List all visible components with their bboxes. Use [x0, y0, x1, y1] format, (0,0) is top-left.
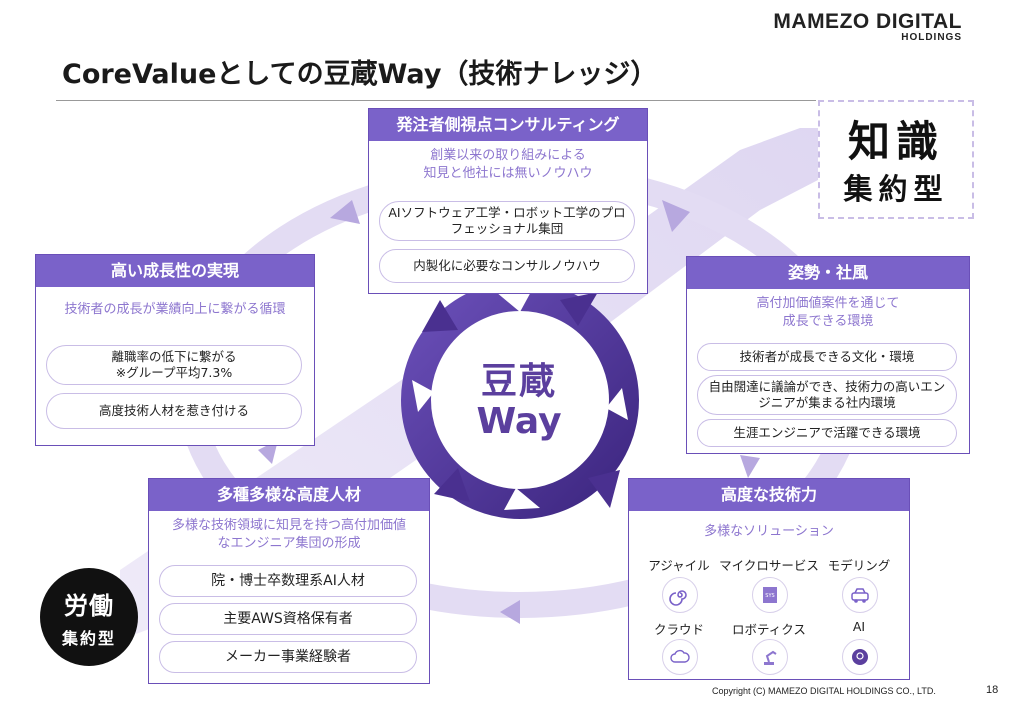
solution-label-cloud: クラウド — [653, 622, 704, 637]
robot-arm-icon — [752, 639, 788, 675]
title-divider — [56, 100, 816, 101]
card-culture-subtitle-2: 成長できる環境 — [782, 314, 874, 329]
labor-badge-big: 労働 — [64, 592, 114, 620]
solution-label-modeling: モデリング — [827, 558, 891, 573]
cycle-arrow-top-left — [330, 200, 360, 224]
spiral-icon — [662, 577, 698, 613]
card-talent: 多種多様な高度人材 多様な技術領域に知見を持つ高付加価値 なエンジニア集団の形成… — [148, 478, 430, 684]
labor-intensive-badge: 労働 集約型 — [40, 568, 138, 666]
card-tech-subtitle: 多様なソリューション — [704, 524, 834, 539]
card-tech: 高度な技術力 多様なソリューション アジャイル マイクロサービス モデリング S… — [628, 478, 910, 680]
card-growth: 高い成長性の実現 技術者の成長が業績向上に繋がる循環 離職率の低下に繋がる ※グ… — [35, 254, 315, 446]
card-tech-title: 高度な技術力 — [629, 479, 909, 511]
card-culture-subtitle-1: 高付加価値案件を通じて — [756, 296, 900, 311]
page-title: CoreValueとしての豆蔵Way（技術ナレッジ） — [62, 59, 658, 90]
card-culture-title: 姿勢・社風 — [687, 257, 969, 289]
cycle-arrow-right — [740, 455, 760, 478]
talent-item-1: 院・博士卒数理系AI人材 — [159, 565, 417, 597]
culture-item-3: 生涯エンジニアで活躍できる環境 — [697, 419, 957, 447]
solution-label-microservice: マイクロサービス — [719, 558, 819, 573]
center-label-line-1: 豆蔵 — [480, 361, 557, 402]
page-number: 18 — [986, 684, 999, 696]
consulting-item-1: AIソフトウェア工学・ロボット工学のプロフェッショナル集団 — [379, 201, 635, 241]
solution-label-ai: AI — [852, 619, 866, 634]
card-talent-title: 多種多様な高度人材 — [149, 479, 429, 511]
growth-item-2: 高度技術人材を惹き付ける — [46, 393, 302, 429]
card-consulting: 発注者側視点コンサルティング 創業以来の取り組みによる 知見と他社には無いノウハ… — [368, 108, 648, 294]
company-logo: MAMEZO DIGITAL HOLDINGS — [772, 10, 962, 43]
knowledge-intensive-badge: 知識 集約型 — [818, 100, 974, 219]
consulting-item-2: 内製化に必要なコンサルノウハウ — [379, 249, 635, 283]
talent-item-3: メーカー事業経験者 — [159, 641, 417, 673]
card-consulting-title: 発注者側視点コンサルティング — [369, 109, 647, 141]
car-icon — [842, 577, 878, 613]
ai-head-icon — [842, 639, 878, 675]
card-growth-subtitle: 技術者の成長が業績向上に繋がる循環 — [64, 302, 286, 317]
solution-label-agile: アジャイル — [648, 558, 710, 573]
cycle-arrow-bottom — [500, 600, 520, 624]
svg-text:SYS: SYS — [765, 593, 774, 599]
cloud-icon — [662, 639, 698, 675]
solution-label-robotics: ロボティクス — [732, 622, 806, 637]
cycle-arrow-left — [258, 440, 278, 464]
copyright-text: Copyright (C) MAMEZO DIGITAL HOLDINGS CO… — [712, 686, 936, 696]
knowledge-badge-small: 集約型 — [843, 172, 949, 206]
card-talent-subtitle-1: 多様な技術領域に知見を持つ高付加価値 — [171, 518, 406, 533]
center-label-line-2: Way — [476, 401, 562, 442]
logo-sub-text: HOLDINGS — [901, 32, 962, 43]
document-icon: SYS — [752, 577, 788, 613]
labor-badge-small: 集約型 — [61, 629, 116, 648]
card-growth-title: 高い成長性の実現 — [36, 255, 314, 287]
card-culture: 姿勢・社風 高付加価値案件を通じて 成長できる環境 技術者が成長できる文化・環境… — [686, 256, 970, 454]
growth-item-1: 離職率の低下に繋がる ※グループ平均7.3% — [46, 345, 302, 385]
card-consulting-subtitle-2: 知見と他社には無いノウハウ — [423, 166, 593, 181]
talent-item-2: 主要AWS資格保有者 — [159, 603, 417, 635]
growth-item-1-line-1: 離職率の低下に繋がる — [111, 349, 237, 364]
culture-item-2: 自由闊達に議論ができ、技術力の高いエンジニアが集まる社内環境 — [697, 375, 957, 415]
cycle-arrow-top-right — [662, 200, 690, 232]
card-talent-subtitle-2: なエンジニア集団の形成 — [217, 536, 361, 551]
knowledge-badge-big: 知識 — [847, 117, 944, 166]
culture-item-1: 技術者が成長できる文化・環境 — [697, 343, 957, 371]
logo-main-text: MAMEZO DIGITAL — [773, 10, 962, 33]
growth-item-1-line-2: ※グループ平均7.3% — [115, 365, 233, 380]
center-label: 豆蔵 Way — [464, 362, 574, 442]
card-consulting-subtitle-1: 創業以来の取り組みによる — [430, 148, 586, 163]
